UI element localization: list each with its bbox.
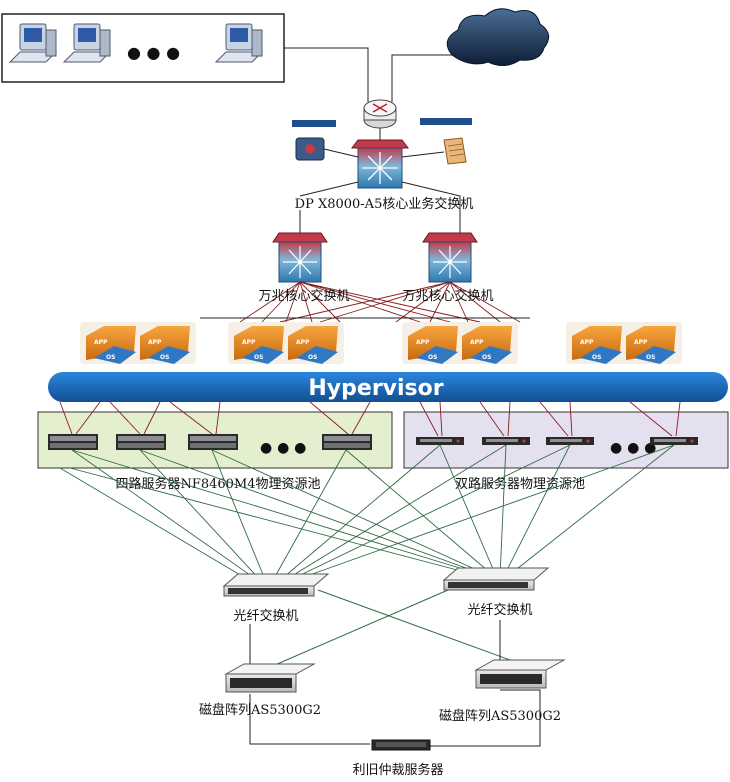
os-label: OS bbox=[160, 354, 169, 361]
fc-switch-left-label: 光纤交换机 bbox=[233, 608, 298, 624]
client-terminals-group: ● ● ● bbox=[1, 13, 285, 83]
switch-to-vm-links bbox=[200, 281, 530, 323]
storage-left-label: 磁盘阵列AS5300G2 bbox=[199, 702, 321, 718]
fc-to-storage-links bbox=[267, 589, 511, 669]
app-label: APP bbox=[580, 339, 594, 346]
ten-gigabit-switch-icon bbox=[422, 232, 478, 283]
fc-switch-right-label: 光纤交换机 bbox=[467, 602, 532, 618]
quad-server-icon bbox=[48, 434, 98, 450]
quad-server-icon bbox=[322, 434, 372, 450]
os-label: OS bbox=[428, 354, 437, 361]
hypervisor-to-server-links bbox=[59, 401, 681, 437]
app-label: APP bbox=[296, 339, 310, 346]
vm-tile-group-2: APP APP OS OS bbox=[228, 322, 344, 364]
ten-gigabit-switch-icon bbox=[272, 232, 328, 283]
vm-tile-group-4: APP APP OS OS bbox=[566, 322, 682, 364]
device-links bbox=[323, 148, 445, 158]
vm-tile-group-1: APP APP OS OS bbox=[80, 322, 196, 364]
dual-server-icon bbox=[416, 437, 464, 445]
storage-array-icon bbox=[474, 659, 566, 689]
os-label: OS bbox=[106, 354, 115, 361]
hypervisor-bar bbox=[48, 372, 728, 402]
vm-tile-group-3: APP APP OS OS bbox=[402, 322, 518, 364]
os-label: OS bbox=[308, 354, 317, 361]
app-label: APP bbox=[470, 339, 484, 346]
quad-pool-label: 四路服务器NF8460M4物理资源池 bbox=[115, 476, 320, 492]
app-label: APP bbox=[416, 339, 430, 346]
ellipsis-icon: ● ● ● bbox=[127, 43, 180, 62]
ellipsis-icon: ● ● ● bbox=[260, 440, 306, 456]
fc-switch-icon bbox=[442, 567, 550, 591]
switch-left-label: 万兆核心交换机 bbox=[258, 288, 349, 304]
app-label: APP bbox=[634, 339, 648, 346]
computer-icon bbox=[62, 23, 112, 63]
router-icon bbox=[363, 99, 397, 129]
fc-storage-vertical-links bbox=[249, 620, 541, 747]
os-label: OS bbox=[646, 354, 655, 361]
firewall-device bbox=[420, 118, 472, 125]
san-links bbox=[59, 444, 675, 583]
arbiter-server-icon bbox=[371, 739, 431, 751]
computer-icon bbox=[214, 23, 264, 63]
ids-device-icon bbox=[295, 137, 325, 161]
app-label: APP bbox=[242, 339, 256, 346]
arbiter-label: 利旧仲裁服务器 bbox=[352, 762, 443, 778]
core-uplinks bbox=[299, 181, 461, 233]
os-label: OS bbox=[482, 354, 491, 361]
document-server-icon bbox=[443, 137, 467, 165]
dual-server-icon bbox=[650, 437, 698, 445]
switch-right-label: 万兆核心交换机 bbox=[402, 288, 493, 304]
firewall-device bbox=[292, 120, 336, 127]
core-switch-label: DP X8000-A5核心业务交换机 bbox=[295, 196, 474, 212]
computer-icon bbox=[8, 23, 58, 63]
dual-server-icon bbox=[482, 437, 530, 445]
quad-server-icon bbox=[116, 434, 166, 450]
hypervisor-label: Hypervisor bbox=[308, 376, 443, 401]
ellipsis-icon: ● ● ● bbox=[610, 440, 656, 456]
cloud-icon bbox=[446, 8, 550, 66]
dual-server-icon bbox=[546, 437, 594, 445]
core-switch-icon bbox=[351, 139, 409, 189]
app-label: APP bbox=[94, 339, 108, 346]
storage-array-icon bbox=[224, 663, 316, 693]
os-label: OS bbox=[254, 354, 263, 361]
quad-server-icon bbox=[188, 434, 238, 450]
app-label: APP bbox=[148, 339, 162, 346]
fc-switch-icon bbox=[222, 573, 330, 597]
storage-right-label: 磁盘阵列AS5300G2 bbox=[439, 708, 561, 724]
os-label: OS bbox=[592, 354, 601, 361]
